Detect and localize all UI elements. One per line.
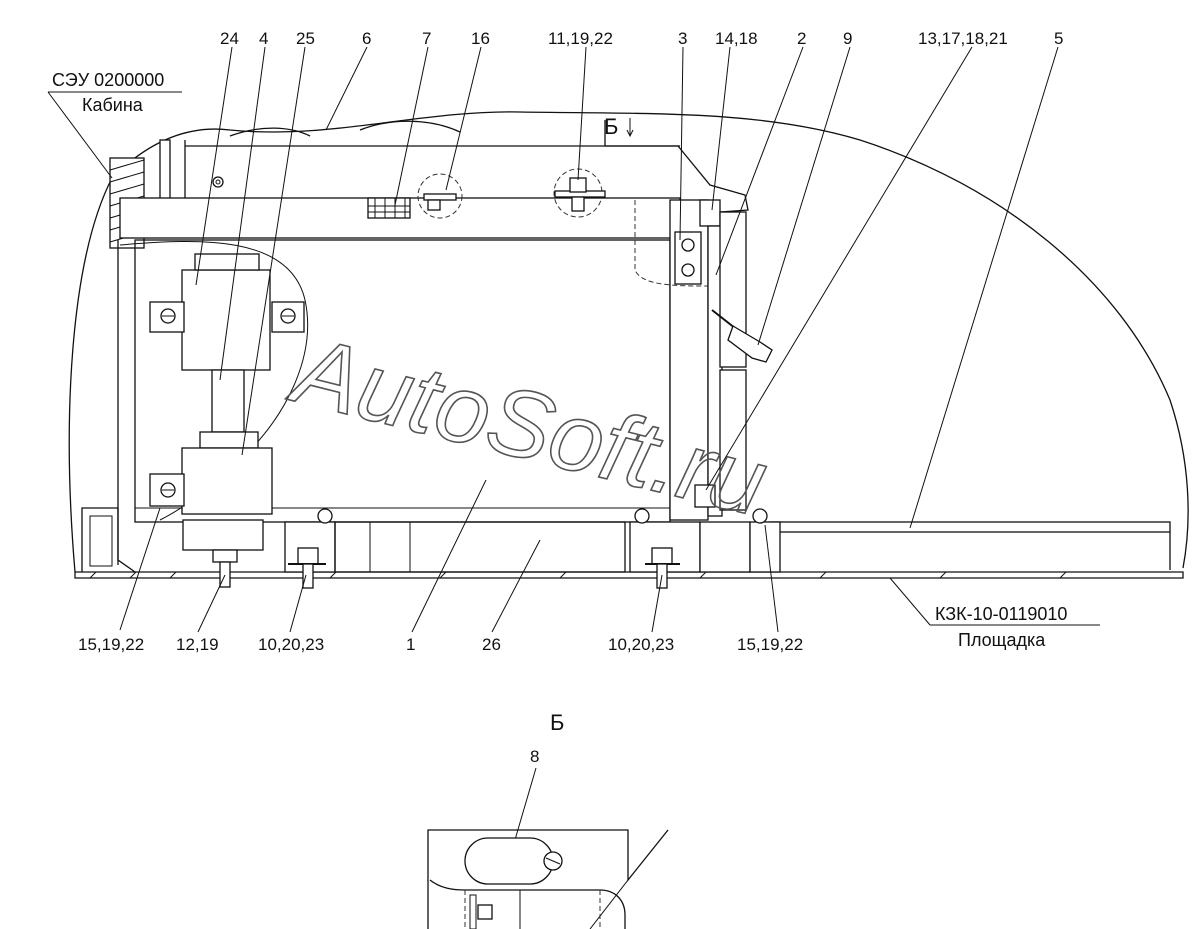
mount-block-left (182, 519, 264, 551)
bolt-11-nut-icon (571, 196, 585, 212)
callout-11-19-22: 11,19,22 (548, 29, 613, 48)
detail-16-zone (417, 173, 463, 219)
bolt-10-left-icon (288, 547, 326, 589)
view-marker: Б (604, 114, 618, 139)
callout-10-20-23-left: 10,20,23 (258, 635, 324, 654)
callout-9: 9 (843, 29, 852, 48)
callout-6: 6 (362, 29, 371, 48)
callout-15-19-22-right: 15,19,22 (737, 635, 803, 654)
platform-name-label: Площадка (958, 630, 1046, 650)
view-title: Б (550, 710, 564, 735)
frame-26 (334, 521, 626, 573)
callout-10-20-23-right: 10,20,23 (608, 635, 674, 654)
bolt-12-icon (212, 549, 238, 588)
lower-switch-block (181, 447, 273, 515)
door-panel-lower (719, 369, 747, 511)
bolt-11-head-icon (569, 177, 587, 193)
gasket-7 (367, 197, 411, 219)
callout-12-19: 12,19 (176, 635, 219, 654)
rivet-icon (212, 176, 224, 188)
platform-step-left (81, 507, 136, 573)
callout-15-19-22-left: 15,19,22 (78, 635, 144, 654)
callout-13-17-18-21: 13,17,18,21 (918, 29, 1008, 48)
ceiling-arc-right (359, 120, 461, 133)
seal-14 (699, 199, 721, 227)
switch-body-24 (181, 269, 271, 371)
handle-9 (711, 309, 773, 363)
seal-strip-16 (423, 193, 457, 201)
top-panel-bend (604, 120, 749, 213)
callout-1: 1 (406, 635, 415, 654)
switch-cap-24 (194, 253, 260, 271)
shaft-4 (211, 369, 245, 433)
view-detail-b (427, 829, 669, 929)
hinge-screw-icon (681, 263, 695, 277)
bolt-top-icon (634, 508, 650, 524)
callout-16: 16 (471, 29, 490, 48)
leader-lines (47, 46, 1100, 633)
bolt-top-icon (752, 508, 768, 524)
bracket-15 (749, 521, 781, 573)
callout-2: 2 (797, 29, 806, 48)
cabin-cutaway-outline (68, 111, 1189, 573)
nut-16-icon (427, 199, 441, 211)
hinge-screw-icon (681, 238, 695, 252)
callout-24: 24 (220, 29, 239, 48)
callout-3: 3 (678, 29, 687, 48)
bracket-right (699, 521, 751, 573)
view-arrowhead-icon (626, 129, 634, 138)
bolt-top-icon (317, 508, 333, 524)
floor-hatch (89, 571, 1067, 579)
callout-8: 8 (530, 747, 539, 766)
rivet-center-icon (215, 179, 221, 185)
slot-8 (464, 837, 554, 885)
cabin-rib (159, 139, 171, 201)
cabin-name-label: Кабина (82, 95, 144, 115)
callout-25: 25 (296, 29, 315, 48)
callout-14-18: 14,18 (715, 29, 758, 48)
gasket-7-hatch (368, 198, 410, 218)
coupling-25 (199, 431, 259, 449)
callout-7: 7 (422, 29, 431, 48)
callout-4: 4 (259, 29, 268, 48)
platform-floor (74, 571, 1184, 579)
platform-step-inner (89, 515, 113, 567)
bolt-13-icon (694, 484, 716, 508)
callout-5: 5 (1054, 29, 1063, 48)
hidden-panel-outline (634, 200, 712, 287)
callout-26: 26 (482, 635, 501, 654)
ceiling-arc-left (229, 127, 311, 137)
leader-8 (511, 767, 537, 851)
cabin-code-label: СЭУ 0200000 (52, 70, 164, 90)
platform-code-label: КЗК-10-0119010 (935, 604, 1067, 624)
platform-plate-5 (769, 521, 1171, 533)
